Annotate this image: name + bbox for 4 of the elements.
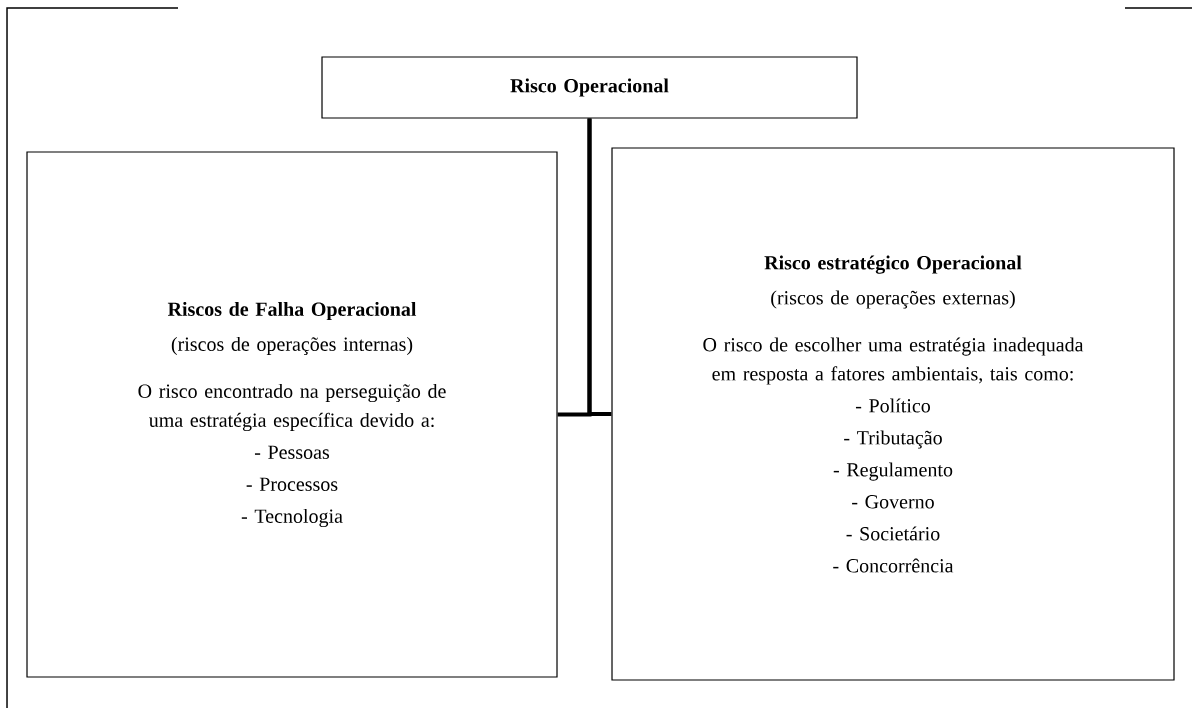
text-box: Riscos de Falha Operacional (riscos de operações internas) O risco encontrado na perseguição de uma estratégia específica devido a: - Pessoas - Processos - Tecnologia <box>26 151 558 678</box>
connector-line <box>587 118 612 416</box>
title-box: Risco Operacional <box>321 56 858 119</box>
text-box: Risco estratégico Operacional (riscos de operações externas) O risco de escolher uma estratégia inadequada em resposta a fatores ambientais, tais como: - Político - Tributação - Regulamento - Governo - Societário - Concorrência <box>611 147 1175 681</box>
